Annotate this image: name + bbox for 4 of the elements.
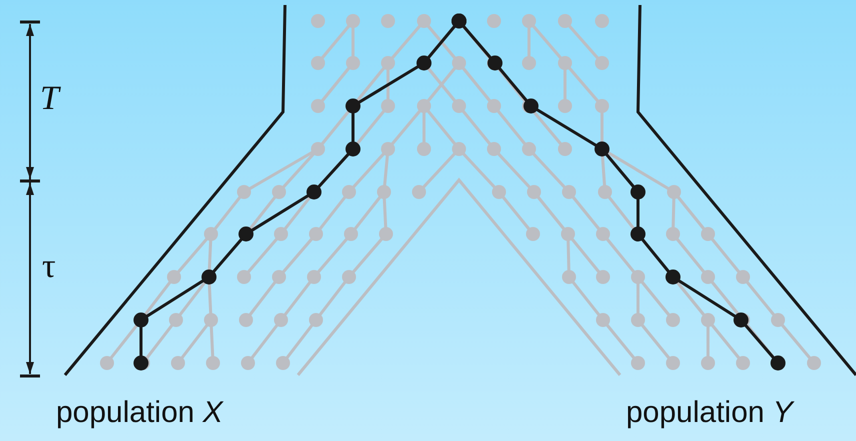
population-label: population X (56, 398, 223, 428)
time-label: τ (42, 250, 56, 284)
time-label: T (40, 82, 59, 116)
population-label: population Y (626, 398, 793, 428)
